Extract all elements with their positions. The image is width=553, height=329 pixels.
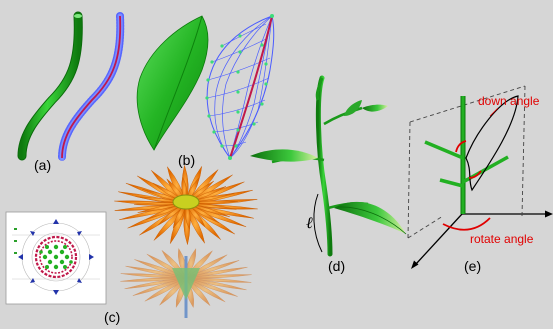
- down-angle-label: down angle: [478, 94, 539, 108]
- stem-length-symbol: ℓ: [306, 213, 313, 233]
- panel-d-plant: [250, 78, 406, 254]
- panel-b-label: (b): [178, 152, 195, 168]
- panel-b-wire-leaf: [205, 14, 274, 160]
- panel-c-flower-solid: [114, 165, 257, 244]
- panel-a-solid-stem: [22, 14, 82, 156]
- flower-center: [173, 195, 199, 209]
- panel-a-label: (a): [34, 157, 51, 173]
- rotate-angle-label: rotate angle: [470, 232, 533, 246]
- panel-d-label: (d): [328, 258, 345, 274]
- panel-c-label: (c): [104, 309, 120, 325]
- panel-e-label: (e): [464, 258, 481, 274]
- panel-a-wire-stem: [62, 16, 120, 158]
- panel-b-solid-leaf: [137, 16, 208, 150]
- panel-c-topview-inset: [6, 212, 106, 304]
- panel-c-flower-transparent: [120, 248, 251, 318]
- panel-e-branching: [425, 96, 518, 230]
- panel-e-plane: [408, 86, 525, 238]
